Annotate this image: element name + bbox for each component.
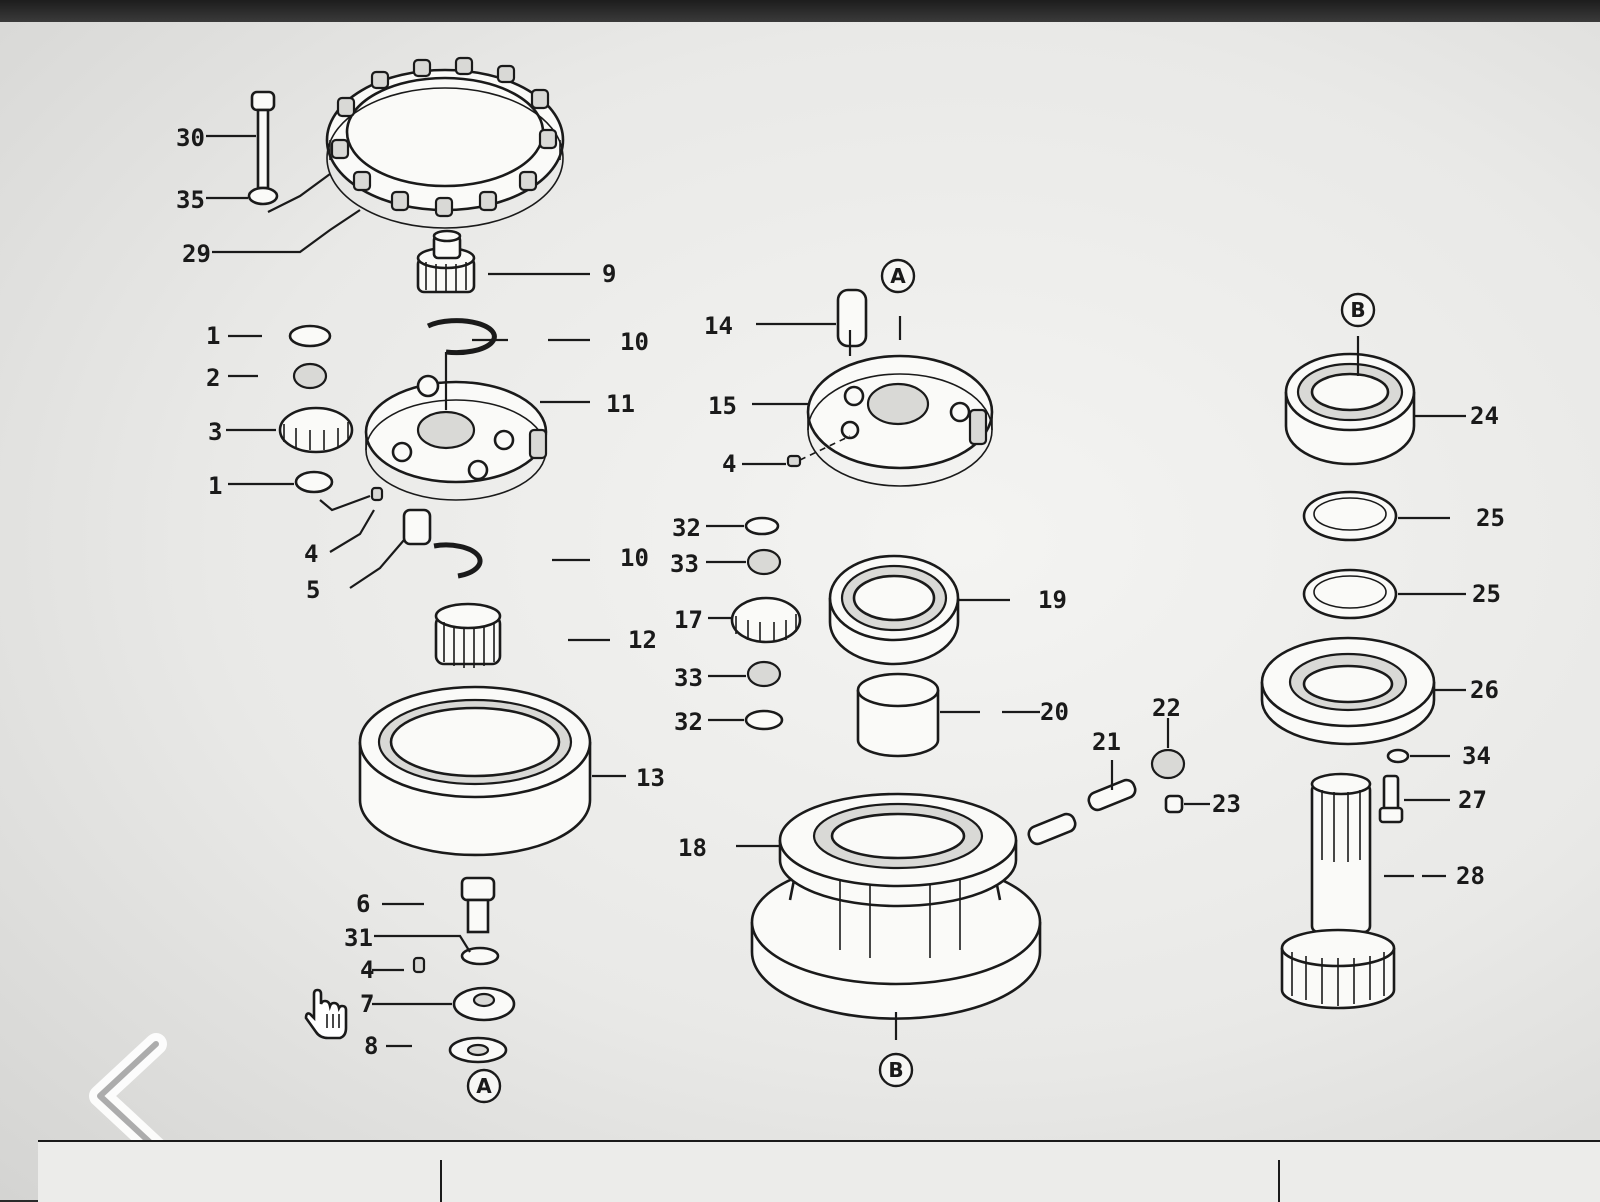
label-25-top: 25 (1476, 504, 1505, 532)
label-24: 24 (1470, 402, 1499, 430)
label-17: 17 (674, 606, 703, 634)
label-26: 26 (1470, 676, 1499, 704)
label-7: 7 (360, 990, 374, 1018)
label-34: 34 (1462, 742, 1491, 770)
part-4-spring-pin-drawing (370, 486, 384, 502)
label-22: 22 (1152, 694, 1181, 722)
part-3-planet-gear-drawing (278, 406, 354, 454)
part-20-sleeve-drawing (856, 672, 940, 758)
marker-a-bottom: A (476, 1074, 492, 1098)
footer-table (38, 1140, 1600, 1202)
leader-lines (206, 134, 1466, 1048)
label-1-top: 1 (206, 322, 220, 350)
label-32-bottom: 32 (674, 708, 703, 736)
part-32-washer-top-drawing (744, 516, 780, 536)
label-13: 13 (636, 764, 665, 792)
part-22-plug-drawing (1150, 748, 1186, 780)
part-33-bearing-bottom-drawing (746, 660, 782, 688)
label-30: 30 (176, 124, 205, 152)
marker-b-top: B (1350, 298, 1365, 322)
label-9: 9 (602, 260, 616, 288)
chevron-left-icon (89, 1033, 167, 1159)
label-2: 2 (206, 364, 220, 392)
label-5: 5 (306, 576, 320, 604)
label-4-mid: 4 (722, 450, 736, 478)
pointing-hand-icon (304, 988, 348, 1040)
part-labels: 30 35 29 9 10 11 1 2 3 1 4 5 10 12 13 6 … (176, 124, 1505, 1060)
label-15: 15 (708, 392, 737, 420)
label-12: 12 (628, 626, 657, 654)
part-7-plate-drawing (452, 986, 516, 1022)
part-19-bearing-drawing (828, 554, 960, 666)
part-26-cover-drawing (1260, 636, 1436, 746)
label-4-left: 4 (304, 540, 318, 568)
part-35-washer-drawing (247, 186, 279, 206)
label-31: 31 (344, 924, 373, 952)
label-14: 14 (704, 312, 733, 340)
label-32-top: 32 (672, 514, 701, 542)
label-10-top: 10 (620, 328, 649, 356)
label-10-lower: 10 (620, 544, 649, 572)
part-6-bolt-drawing (460, 876, 496, 934)
part-24-bearing-drawing (1284, 352, 1416, 466)
marker-b-bottom: B (888, 1058, 903, 1082)
label-11: 11 (606, 390, 635, 418)
label-27: 27 (1458, 786, 1487, 814)
part-32-washer-bottom-drawing (744, 709, 784, 731)
part-34-washer-drawing (1386, 748, 1410, 764)
part-15-carrier-drawing (806, 354, 994, 487)
part-28-shaft-drawing (1280, 772, 1396, 1010)
part-11-carrier-drawing (364, 374, 548, 501)
assembly-line-15 (799, 435, 851, 461)
part-29-ring-drawing (325, 56, 565, 229)
label-19: 19 (1038, 586, 1067, 614)
label-21: 21 (1092, 728, 1121, 756)
label-20: 20 (1040, 698, 1069, 726)
label-33-bottom: 33 (674, 664, 703, 692)
footer-divider (440, 1160, 442, 1202)
label-28: 28 (1456, 862, 1485, 890)
part-30-bolt-drawing (250, 90, 276, 190)
part-12-sun-gear-drawing (434, 602, 502, 668)
part-31-washer-drawing (460, 946, 500, 966)
part-4-pin-lower-drawing (412, 956, 426, 974)
label-1-bottom: 1 (208, 472, 222, 500)
footer-divider (1278, 1160, 1280, 1202)
part-10-snap-ring-lower-drawing (433, 542, 483, 579)
label-25-bottom: 25 (1472, 580, 1501, 608)
label-4-lower: 4 (360, 956, 374, 984)
back-navigation-button[interactable] (78, 1030, 188, 1159)
part-9-pinion-drawing (416, 229, 476, 294)
part-4-pin-mid-drawing (786, 454, 802, 468)
label-6: 6 (356, 890, 370, 918)
part-25-seal-bottom-drawing (1302, 568, 1398, 620)
part-10-snap-ring-drawing (426, 318, 497, 356)
reference-markers: A A B B (466, 258, 1376, 1104)
part-27-bolt-drawing (1378, 774, 1404, 824)
label-18: 18 (678, 834, 707, 862)
marker-a-top: A (890, 264, 906, 288)
label-33-top: 33 (670, 550, 699, 578)
label-8: 8 (364, 1032, 378, 1060)
label-29: 29 (182, 240, 211, 268)
label-3: 3 (208, 418, 222, 446)
monitor-bezel (0, 0, 1600, 22)
part-1-washer-top-drawing (288, 324, 332, 348)
part-13-ring-gear-drawing (358, 685, 592, 857)
part-2-bearing-drawing (292, 362, 328, 390)
part-1-washer-bottom-drawing (294, 470, 334, 494)
label-23: 23 (1212, 790, 1241, 818)
part-23-plug-drawing (1164, 794, 1184, 814)
part-5-pin-drawing (402, 508, 432, 546)
part-25-seal-top-drawing (1302, 490, 1398, 542)
part-33-bearing-top-drawing (746, 548, 782, 576)
part-18-housing-drawing (750, 792, 1042, 1020)
part-14-pin-drawing (836, 288, 868, 348)
label-35: 35 (176, 186, 205, 214)
part-21-pins-drawing (1027, 778, 1137, 846)
part-17-planet-gear-drawing (730, 596, 802, 644)
part-8-washer-hole (466, 1043, 490, 1057)
